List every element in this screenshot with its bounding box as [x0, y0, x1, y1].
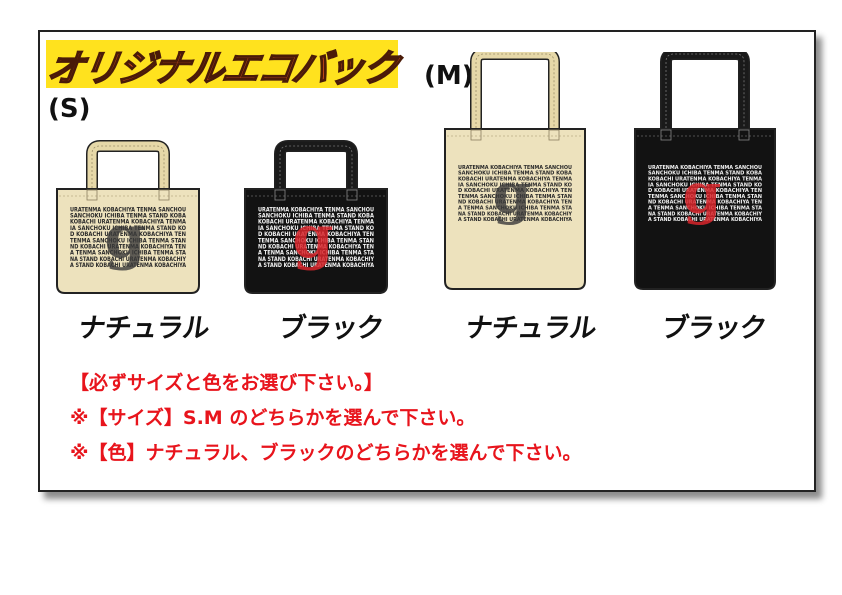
- bag-small-black-image: URATENMA KOBACHIYA TENMA SANCHOUSANCHOKU…: [244, 140, 388, 294]
- bag-medium-black-label: ブラック: [659, 313, 768, 344]
- bag-body: [244, 188, 388, 294]
- bag-print-text: A TENMA SANCHOKU ICHIBA TENMA STA: [70, 251, 187, 257]
- bag-print-text: ND KOBACHI URATENMA KOBACHIYA TEN: [648, 200, 762, 206]
- bag-print-text: A TENMA SANCHOKU ICHIBA TENMA STA: [258, 251, 375, 257]
- bag-print-text: TENMA SANCHOKU ICHIBA TENMA STAN: [258, 238, 374, 244]
- note-required: 【必ずサイズと色をお選び下さい。】: [70, 372, 383, 394]
- bag-print-text: SANCHOKU ICHIBA TENMA STAND KOBA: [70, 213, 187, 219]
- bag-rivet: [470, 129, 482, 141]
- bag-medium-black-image: URATENMA KOBACHIYA TENMA SANCHOUSANCHOKU…: [634, 52, 776, 290]
- bag-print-text: TENMA SANCHOKU ICHIBA TENMA STAN: [648, 194, 762, 200]
- bag-print-text: D KOBACHI URATENMA KOBACHIYA TEN: [70, 232, 186, 238]
- note-color: ※【色】ナチュラル、ブラックのどちらかを選んで下さい。: [70, 442, 582, 464]
- bag-handle-stitch: [475, 53, 555, 132]
- page-title: オリジナルエコバック: [44, 46, 402, 91]
- bag-print-text: URATENMA KOBACHIYA TENMA SANCHOU: [648, 165, 762, 171]
- bag-print-text: NA STAND KOBACHI URATENMA KOBACHIY: [258, 257, 374, 263]
- bag-logo-mark: g: [292, 203, 333, 272]
- bag-print-text: SANCHOKU ICHIBA TENMA STAND KOBA: [648, 171, 762, 177]
- bag-handle-outline: [86, 140, 170, 192]
- bag-handle-outline: [274, 140, 358, 192]
- bag-print-text: ND KOBACHI URATENMA KOBACHIYA TEN: [258, 244, 374, 250]
- bag-handle: [87, 141, 169, 192]
- bag-print-text: SANCHOKU ICHIBA TENMA STAND KOBA: [258, 213, 375, 219]
- bag-print-text: NA STAND KOBACHI URATENMA KOBACHIY: [648, 211, 762, 217]
- bag-print-text: A TENMA SANCHOKU ICHIBA TENMA STA: [458, 206, 572, 212]
- bag-rivet: [274, 189, 286, 201]
- bag-handle-outline: [470, 52, 560, 132]
- bag-print-text: A STAND KOBACHI URATENMA KOBACHIYA: [258, 263, 375, 269]
- bag-rivet: [548, 129, 560, 141]
- bag-print-text: ND KOBACHI URATENMA KOBACHIYA TEN: [458, 200, 572, 206]
- bag-print-text: IA SANCHOKU ICHIBA TENMA STAND KO: [70, 226, 186, 232]
- bag-handle: [661, 52, 749, 132]
- bag-print-text: URATENMA KOBACHIYA TENMA SANCHOU: [258, 207, 374, 213]
- bag-small-natural-image: URATENMA KOBACHIYA TENMA SANCHOUSANCHOKU…: [56, 140, 200, 294]
- bag-medium-natural-label: ナチュラル: [463, 313, 598, 344]
- bag-small-natural-label: ナチュラル: [76, 313, 211, 344]
- bag-body: [634, 128, 776, 290]
- bag-rivet: [346, 189, 358, 201]
- bag-rivet: [86, 189, 98, 201]
- bag-handle: [471, 52, 559, 132]
- bag-handle-outline: [660, 52, 750, 132]
- bag-logo-mark: g: [493, 160, 532, 225]
- size-s-label: (S): [48, 94, 91, 124]
- bag-medium-natural-image: URATENMA KOBACHIYA TENMA SANCHOUSANCHOKU…: [444, 52, 586, 290]
- bag-rivet: [660, 129, 672, 141]
- title-highlight: [46, 40, 398, 88]
- bag-print-text: SANCHOKU ICHIBA TENMA STAND KOBA: [458, 171, 572, 177]
- bag-body: [444, 128, 586, 290]
- size-m-label: (M): [424, 61, 474, 91]
- bag-print-text: D KOBACHI URATENMA KOBACHIYA TEN: [648, 188, 762, 194]
- bag-print-text: URATENMA KOBACHIYA TENMA SANCHOU: [458, 165, 572, 171]
- bag-print-text: D KOBACHI URATENMA KOBACHIYA TEN: [458, 188, 572, 194]
- bag-small-black-label: ブラック: [276, 313, 385, 344]
- bag-print-text: IA SANCHOKU ICHIBA TENMA STAND KO: [648, 182, 762, 188]
- bag-print-text: KOBACHI URATENMA KOBACHIYA TENMA: [458, 177, 572, 183]
- bag-print-text: KOBACHI URATENMA KOBACHIYA TENMA: [70, 220, 187, 226]
- bag-print-text: ND KOBACHI URATENMA KOBACHIYA TEN: [70, 244, 186, 250]
- bag-logo-mark: g: [104, 203, 145, 272]
- bag-handle-stitch: [91, 145, 165, 192]
- bag-print-text: A STAND KOBACHI URATENMA KOBACHIYA: [648, 217, 762, 223]
- bag-print-text: TENMA SANCHOKU ICHIBA TENMA STAN: [70, 238, 186, 244]
- bag-print-text: IA SANCHOKU ICHIBA TENMA STAND KO: [458, 182, 572, 188]
- bag-print-text: A TENMA SANCHOKU ICHIBA TENMA STA: [648, 206, 762, 212]
- bag-print-text: IA SANCHOKU ICHIBA TENMA STAND KO: [258, 226, 374, 232]
- bag-logo-mark: g: [683, 160, 722, 225]
- bag-print-text: TENMA SANCHOKU ICHIBA TENMA STAN: [458, 194, 572, 200]
- bag-print-text: A STAND KOBACHI URATENMA KOBACHIYA: [70, 263, 187, 269]
- bag-handle-stitch: [665, 53, 745, 132]
- bag-rivet: [738, 129, 750, 141]
- bag-print-text: NA STAND KOBACHI URATENMA KOBACHIY: [458, 211, 572, 217]
- bag-print-text: A STAND KOBACHI URATENMA KOBACHIYA: [458, 217, 572, 223]
- note-size: ※【サイズ】S.M のどちらかを選んで下さい。: [70, 407, 476, 429]
- bag-print-text: D KOBACHI URATENMA KOBACHIYA TEN: [258, 232, 374, 238]
- bag-rivet: [158, 189, 170, 201]
- bag-body: [56, 188, 200, 294]
- bag-print-text: KOBACHI URATENMA KOBACHIYA TENMA: [258, 220, 375, 226]
- bag-print-text: URATENMA KOBACHIYA TENMA SANCHOU: [70, 207, 186, 213]
- bag-handle: [275, 141, 357, 192]
- bag-print-text: KOBACHI URATENMA KOBACHIYA TENMA: [648, 177, 762, 183]
- bag-print-text: NA STAND KOBACHI URATENMA KOBACHIY: [70, 257, 186, 263]
- instructions: 【必ずサイズと色をお選び下さい。】 ※【サイズ】S.M のどちらかを選んで下さい…: [70, 366, 582, 471]
- bag-handle-stitch: [279, 145, 353, 192]
